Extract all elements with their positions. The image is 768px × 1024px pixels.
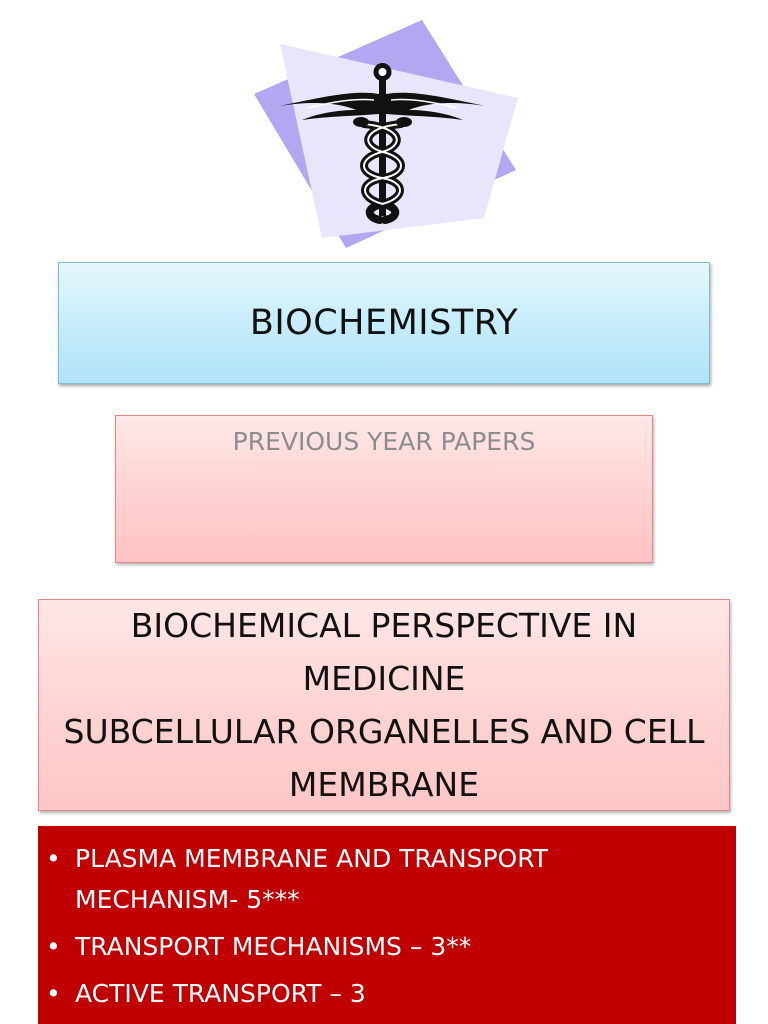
list-item-line: TRANSPORT MECHANISMS – 3**	[75, 932, 472, 961]
list-item: • PLASMA MEMBRANE AND TRANSPORT MECHANIS…	[38, 838, 736, 920]
topic-line: SUBCELLULAR ORGANELLES AND CELL	[63, 712, 705, 751]
page-title: BIOCHEMISTRY	[249, 303, 519, 343]
subtitle-box: PREVIOUS YEAR PAPERS	[115, 415, 653, 563]
caduceus-logo	[254, 20, 518, 248]
topic-box: BIOCHEMICAL PERSPECTIVE IN MEDICINE SUBC…	[38, 599, 730, 811]
caduceus-snake-head-left	[353, 117, 369, 127]
list-item-line: MECHANISM- 5***	[75, 885, 300, 914]
question-list-panel: • PLASMA MEMBRANE AND TRANSPORT MECHANIS…	[38, 826, 736, 1024]
caduceus-snake-head-right	[396, 117, 412, 127]
topic-line: MEMBRANE	[288, 765, 480, 804]
list-item-line: ACTIVE TRANSPORT – 3	[75, 979, 366, 1008]
topic-line: BIOCHEMICAL PERSPECTIVE IN	[130, 606, 638, 645]
bullet-icon: •	[46, 844, 61, 873]
caduceus-staff	[379, 74, 386, 216]
title-box: BIOCHEMISTRY	[58, 262, 710, 384]
topic-line: MEDICINE	[302, 659, 466, 698]
list-item: • TRANSPORT MECHANISMS – 3**	[38, 926, 736, 967]
subtitle: PREVIOUS YEAR PAPERS	[232, 427, 536, 456]
question-list: • PLASMA MEMBRANE AND TRANSPORT MECHANIS…	[38, 826, 736, 1014]
bullet-icon: •	[46, 932, 61, 961]
list-item: • ACTIVE TRANSPORT – 3	[38, 973, 736, 1014]
bullet-icon: •	[46, 979, 61, 1008]
list-item-line: PLASMA MEMBRANE AND TRANSPORT	[75, 844, 549, 873]
